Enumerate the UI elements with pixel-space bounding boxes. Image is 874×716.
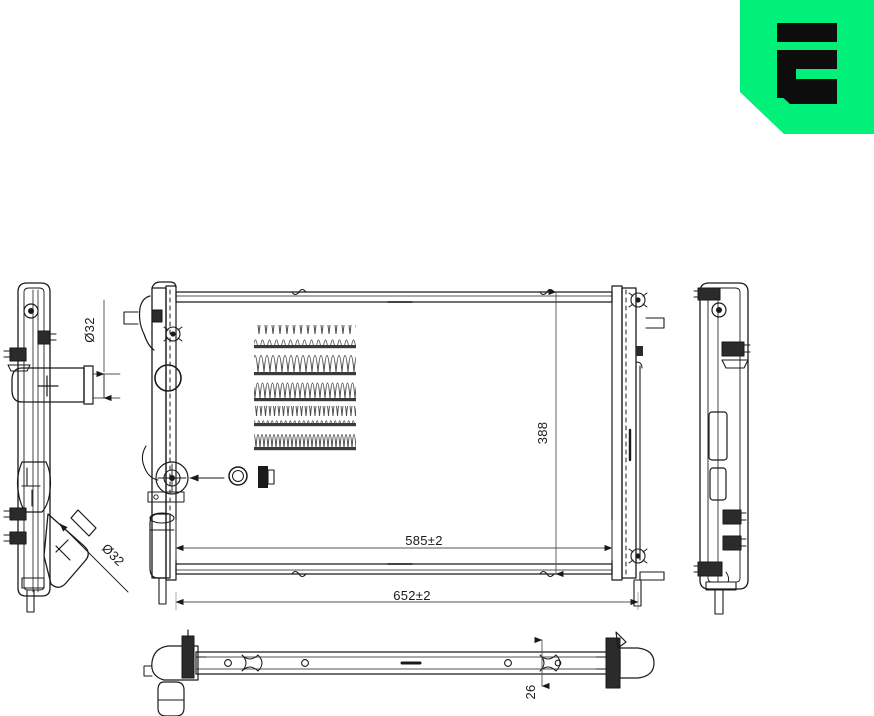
outlet-pipe (149, 512, 175, 605)
dimension-label-overall-width: 652±2 (393, 588, 431, 603)
filler-cap (163, 326, 183, 342)
bracket-tab (693, 287, 721, 301)
logo-glyph-e (777, 23, 837, 104)
brand-logo-svg (740, 0, 874, 134)
brand-logo (740, 0, 874, 134)
dimension-label-core-width: 585±2 (405, 533, 443, 548)
dimension-label-outlet-diameter: Ø32 (99, 541, 128, 570)
bottom-right-fitting (595, 631, 655, 689)
dimension-overall-width (175, 591, 639, 611)
spring-clip (16, 461, 52, 513)
bracket-clip (721, 341, 751, 369)
front-view (123, 281, 665, 611)
bottom-left-fitting (143, 629, 207, 716)
left-side-view (3, 282, 129, 613)
right-tank-fitting (628, 292, 665, 607)
bracket-clip (722, 535, 747, 551)
bracket-tab (693, 561, 723, 577)
bracket-tab (37, 330, 57, 345)
inlet-hose-neck (11, 365, 94, 405)
core-fin-rows (254, 325, 356, 451)
bottom-view (143, 629, 655, 716)
bracket-tab (3, 347, 31, 372)
inlet-diameter-callout (92, 299, 121, 402)
bracket-tab (3, 507, 27, 521)
mounting-pin (21, 577, 45, 613)
dimension-core-width (175, 519, 613, 561)
drain-boss (147, 461, 189, 503)
mounting-pin (705, 571, 737, 615)
dimension-label-inlet-diameter: Ø32 (82, 317, 97, 342)
dimension-label-core-depth: 26 (523, 684, 538, 699)
drain-plug-detail (189, 466, 275, 488)
outlet-diameter-callout (59, 523, 129, 593)
bracket-clip (722, 509, 747, 525)
bracket-tab (3, 531, 27, 545)
outlet-hose-neck (43, 509, 97, 588)
dimension-label-core-height: 388 (535, 422, 550, 445)
right-side-view (693, 282, 751, 615)
